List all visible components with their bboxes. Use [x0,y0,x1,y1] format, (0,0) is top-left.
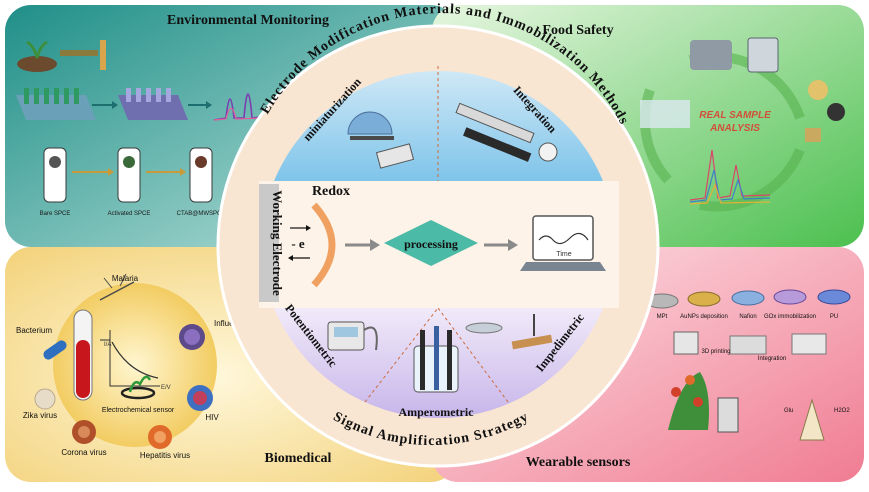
wear-title: Wearable sensors [526,455,631,470]
env-label-activated: Activated SPCE [108,211,151,217]
label-malaria: Malaria [112,274,139,283]
wear-step-4: GOx immobilization [764,314,816,320]
impedimetric-art [465,314,553,350]
wear-step-3: Nafion [739,314,756,320]
label-electrochemical-sensor: Electrochemical sensor [102,407,175,414]
food-artwork: REAL SAMPLE ANALYSIS [639,37,845,212]
amperometric-label: Amperometric [398,405,474,419]
wear-fab-3d: 3D printing [701,349,730,355]
mosquito-icon [99,281,135,301]
processing-label: processing [404,237,458,251]
miniaturization-art [347,111,415,169]
processing-diamond [384,220,478,266]
working-electrode-bar [259,184,279,302]
bio-cell [53,283,217,447]
amperometric-cell-art [413,326,459,393]
laptop-icon [520,215,606,271]
env-label-ctab: CTAB@MWSPCE [177,211,226,217]
label-zika: Zika virus [23,411,57,420]
redox-label: Redox [312,184,350,199]
wear-step-2: AuNPs deposition [680,314,728,320]
wear-artwork: MPt AuNPs deposition Nafion GOx immobili… [645,289,851,441]
electron-label: - e [291,236,305,251]
bio-artwork: I/A E/V Malaria Bacterium Influenza viru… [16,273,266,460]
wear-analyte-h2o2: H2O2 [834,408,850,414]
label-hepatitis: Hepatitis virus [140,451,190,460]
label-hiv: HIV [205,413,219,422]
wear-step-1: MPt [657,314,668,320]
env-artwork: Bare SPCE Activated SPCE CTAB@MWSPCE [16,40,263,217]
env-label-bare: Bare SPCE [40,211,71,217]
bacterium-icon [43,340,67,360]
laptop-time-label: Time [556,251,571,258]
wear-step-5: PU [830,314,838,320]
label-bacterium: Bacterium [16,326,52,335]
wear-fab-integration: Integration [758,356,786,362]
zika-icon [34,388,56,410]
food-center-text-2: ANALYSIS [709,123,760,134]
bio-axis-ev: E/V [161,385,171,391]
bio-title: Biomedical [265,451,332,466]
bio-axis-ia: I/A [104,342,111,348]
food-title: Food Safety [542,23,613,38]
working-electrode-label: Working Electrode [270,190,285,296]
wear-analyte-glu: Glu [784,408,793,414]
integration-art [455,102,558,162]
potentiometer-art [327,321,378,351]
redox-curve [311,202,336,288]
label-corona: Corona virus [61,448,106,457]
env-title: Environmental Monitoring [167,13,329,28]
food-center-text-1: REAL SAMPLE [699,110,771,121]
